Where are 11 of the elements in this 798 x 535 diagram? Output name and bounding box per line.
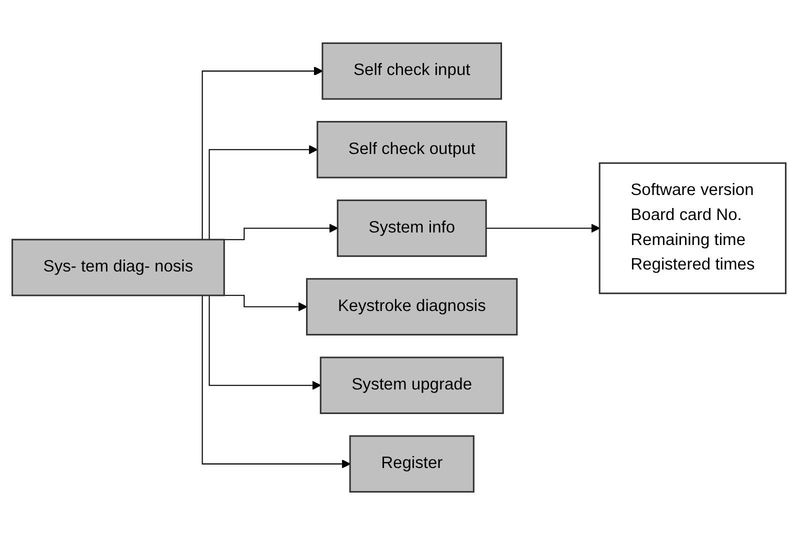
node-box: Register [349,435,474,493]
arrow [486,224,600,233]
node-box: Self check input [322,42,502,100]
node-box: System upgrade [320,356,504,414]
node-box: Self check output [316,120,508,178]
node-box: Sys- tem diag- nosis [12,238,225,296]
arrow [222,224,338,240]
node-box: System info [336,200,487,257]
node-box: Keystroke diagnosis [306,278,518,336]
arrow [222,294,308,312]
node-box: Software version Board card No. Remaining time Registered times [598,162,786,294]
